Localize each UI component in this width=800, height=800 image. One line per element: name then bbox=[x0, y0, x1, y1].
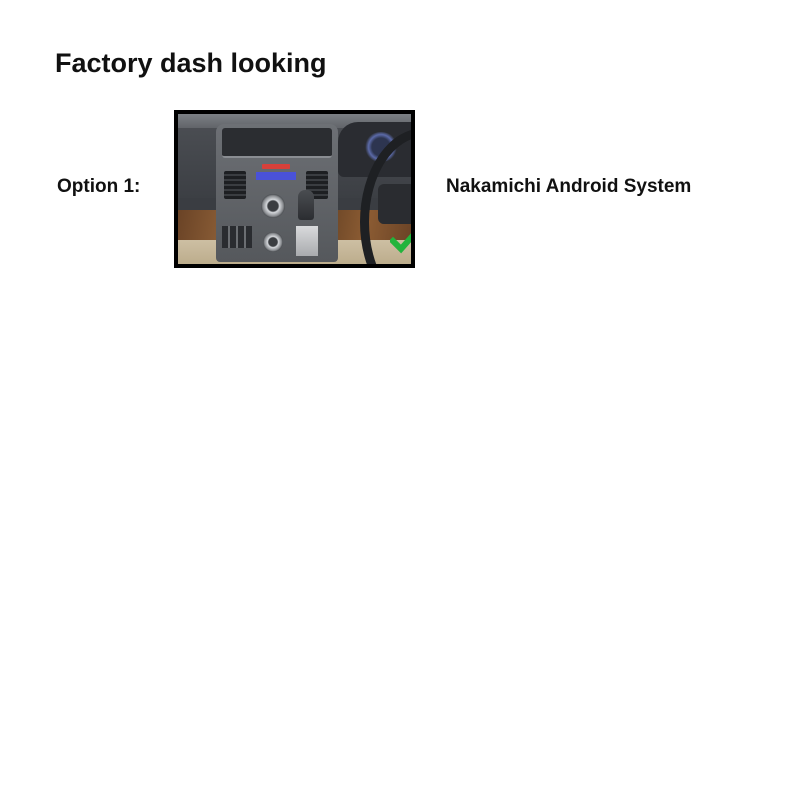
climate-display bbox=[256, 172, 296, 180]
product-name: Nakamichi Android System bbox=[446, 176, 692, 197]
air-vent-left bbox=[224, 171, 246, 199]
page-title: Factory dash looking bbox=[55, 48, 327, 78]
gear-shifter bbox=[298, 190, 314, 220]
control-buttons bbox=[222, 226, 252, 248]
climate-knob bbox=[261, 194, 285, 218]
shift-gate bbox=[296, 226, 318, 256]
option-label: Option 1: bbox=[57, 176, 141, 197]
checkmark-icon bbox=[390, 233, 411, 254]
cd-slot bbox=[222, 128, 332, 158]
audio-knob bbox=[263, 232, 283, 252]
dashboard-photo[interactable] bbox=[174, 110, 415, 268]
hazard-button bbox=[262, 164, 290, 169]
